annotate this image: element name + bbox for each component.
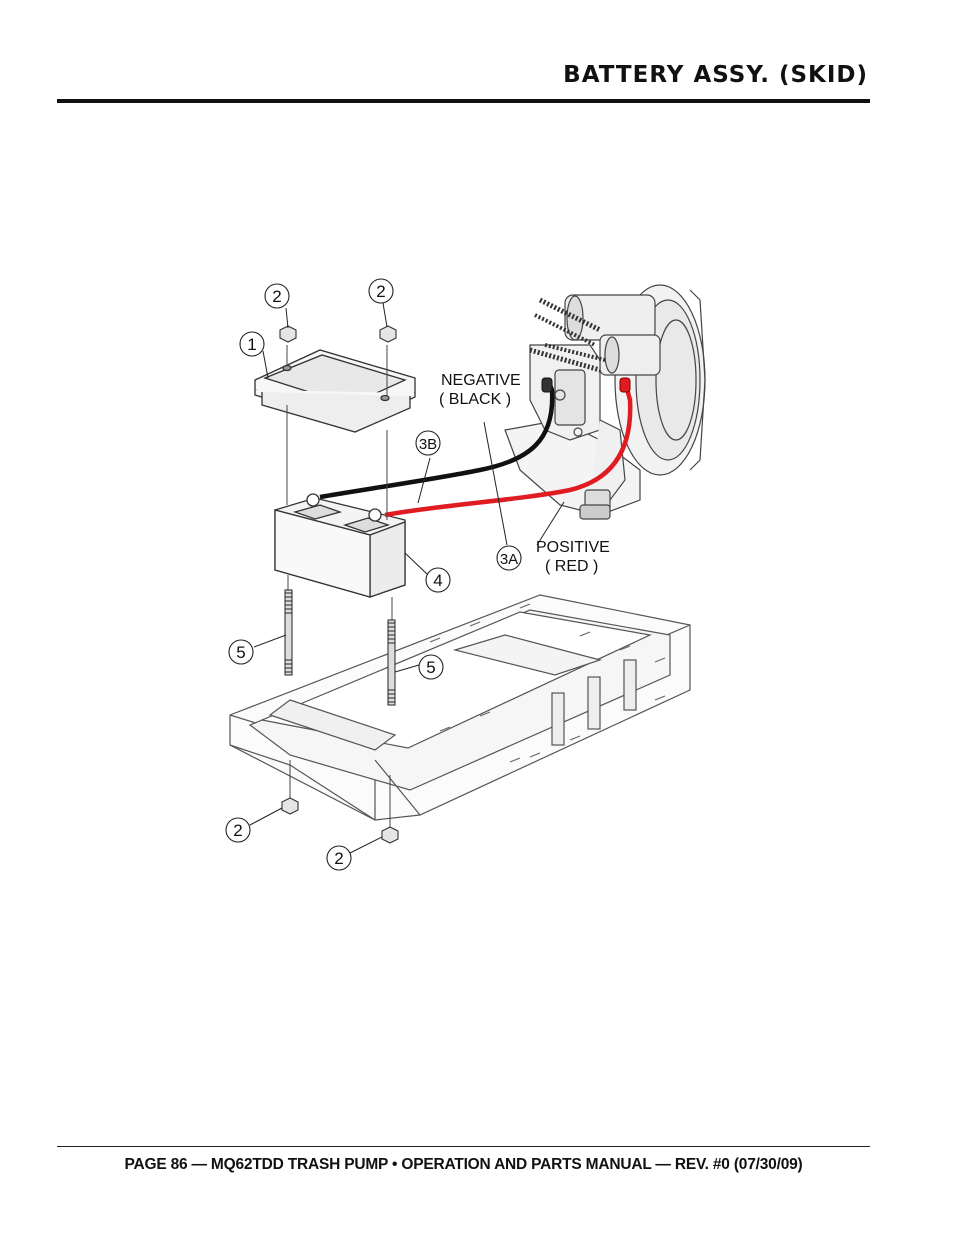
engine-starter-illustration	[504, 284, 706, 520]
callout-2-top-left	[264, 283, 290, 309]
positive-label-line2: ( RED )	[545, 558, 598, 575]
callout-1	[239, 331, 265, 357]
positive-terminal-end	[619, 377, 631, 393]
callout-2-bottom-right-label: 2	[334, 849, 343, 868]
callout-5-right-label: 5	[426, 658, 435, 677]
callout-2-top-right-label: 2	[376, 282, 385, 301]
positive-label-line1: POSITIVE	[536, 539, 610, 556]
header-rule	[57, 99, 870, 103]
callout-4	[425, 567, 451, 593]
skid-frame	[229, 594, 691, 821]
negative-label-line2: ( BLACK )	[439, 391, 511, 408]
footer-rule	[57, 1146, 870, 1147]
hold-down-rods	[284, 589, 396, 706]
hex-nuts	[279, 325, 399, 844]
positive-cable	[384, 384, 633, 518]
callout-2-bottom-right	[326, 845, 352, 871]
callout-5-left	[228, 639, 254, 665]
callout-2-top-left-label: 2	[272, 287, 281, 306]
callout-2-top-right	[368, 278, 394, 304]
leader-lines	[249, 302, 565, 854]
callout-2-bottom-left	[225, 817, 251, 843]
callout-1-label: 1	[247, 335, 256, 354]
callout-5-left-label: 5	[236, 643, 245, 662]
negative-cable	[319, 379, 555, 500]
negative-label-line1: NEGATIVE	[441, 372, 521, 389]
callout-3a	[496, 545, 522, 571]
callout-3b-label: 3B	[419, 436, 437, 453]
battery-tray	[254, 349, 416, 433]
page-title: BATTERY ASSY. (SKID)	[563, 62, 868, 88]
callout-2-bottom-left-label: 2	[233, 821, 242, 840]
callout-3a-label: 3A	[500, 551, 518, 568]
negative-terminal-end	[541, 377, 553, 393]
battery	[274, 493, 406, 598]
callout-4-label: 4	[433, 571, 442, 590]
alignment-lines	[286, 345, 393, 828]
callout-5-right	[418, 654, 444, 680]
page-footer: PAGE 86 — MQ62TDD TRASH PUMP • OPERATION…	[124, 1156, 803, 1173]
callout-3b	[415, 430, 441, 456]
